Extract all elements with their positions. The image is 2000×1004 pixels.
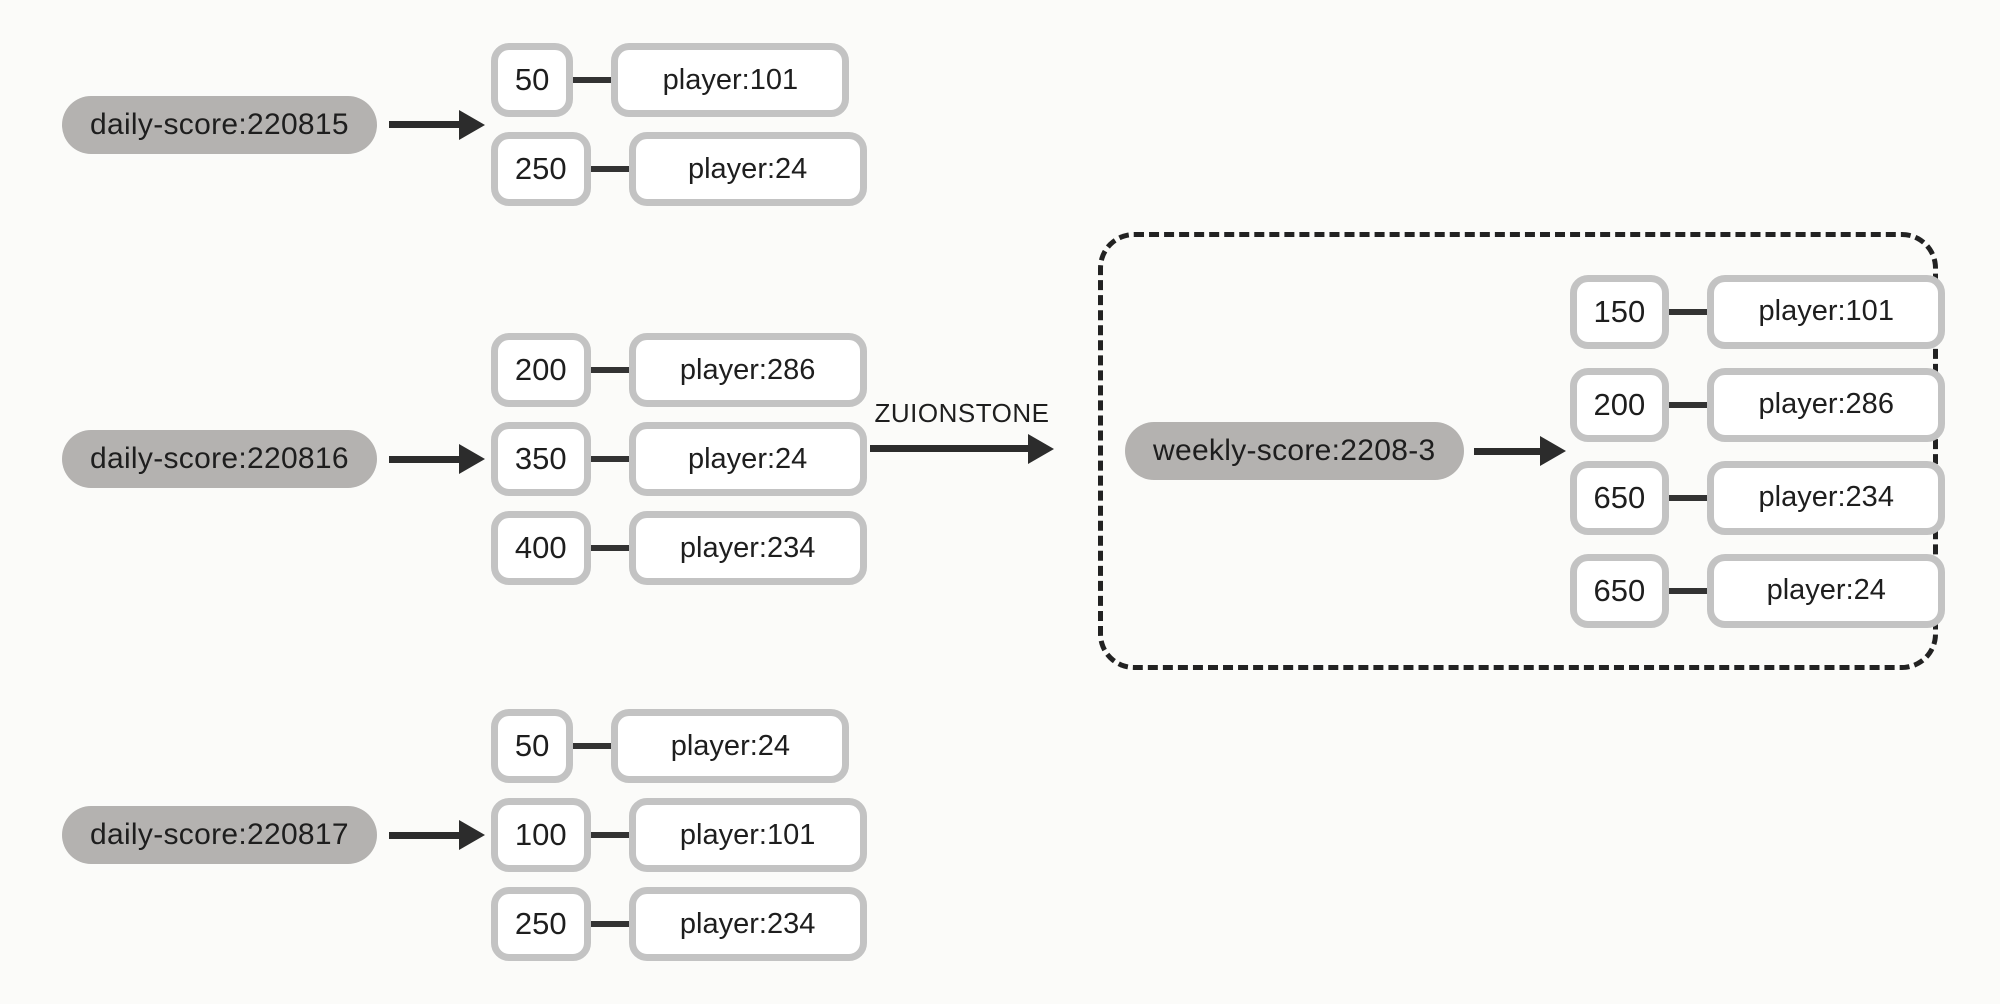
- pair-connector-line: [590, 456, 629, 462]
- score-box: 400: [490, 511, 591, 585]
- score-value: 50: [514, 62, 550, 97]
- score-value: 350: [514, 441, 567, 476]
- score-box: 200: [490, 333, 591, 407]
- score-box: 250: [490, 132, 591, 206]
- union-operation-label: ZUIONSTONE: [874, 398, 1050, 428]
- score-value: 650: [1593, 572, 1646, 608]
- member-box: player:234: [628, 511, 867, 585]
- score-member-pair: 350 player:24: [490, 422, 867, 496]
- score-value: 650: [1593, 479, 1646, 515]
- score-member-pair: 100 player:101: [490, 798, 867, 872]
- member-value: player:24: [687, 152, 808, 185]
- member-box: player:101: [1707, 274, 1946, 349]
- member-value: player:234: [679, 531, 816, 564]
- score-member-pair: 250 player:234: [490, 887, 867, 961]
- score-box: 50: [490, 43, 574, 117]
- pair-connector-line: [573, 743, 612, 749]
- score-member-pair: 650 player:24: [1569, 553, 1946, 628]
- union-operation: ZUIONSTONE: [858, 398, 1066, 452]
- pair-connector-line: [573, 77, 612, 83]
- score-value: 150: [1593, 293, 1646, 329]
- arrow-right-icon: [388, 831, 459, 839]
- member-box: player:24: [628, 422, 867, 496]
- member-value: player:101: [662, 63, 799, 96]
- score-value: 400: [514, 530, 567, 565]
- member-value: player:24: [670, 729, 791, 762]
- pairs-column: 50 player:24 100 player:101 250 player:234: [490, 709, 867, 961]
- score-box: 650: [1569, 460, 1670, 535]
- score-box: 50: [490, 709, 574, 783]
- score-member-pair: 400 player:234: [490, 511, 867, 585]
- arrow-right-icon: [388, 455, 459, 463]
- pairs-column: 200 player:286 350 player:24 400 player:234: [490, 333, 867, 585]
- score-member-pair: 50 player:101: [490, 43, 867, 117]
- redis-key-pill: daily-score:220816: [62, 430, 377, 488]
- member-value: player:286: [1758, 388, 1894, 420]
- score-box: 350: [490, 422, 591, 496]
- score-member-pair: 200 player:286: [490, 333, 867, 407]
- pairs-column: 50 player:101 250 player:24: [490, 43, 867, 206]
- score-value: 50: [514, 728, 550, 763]
- member-value: player:24: [1766, 574, 1886, 606]
- pair-connector-line: [1669, 494, 1708, 501]
- member-box: player:234: [628, 887, 867, 961]
- score-member-pair: 50 player:24: [490, 709, 867, 783]
- member-value: player:24: [687, 442, 808, 475]
- result-set-box: weekly-score:2208-3 150 player:101 200 play…: [1098, 232, 1946, 670]
- daily-set-group: daily-score:220817 50 player:24 100 player:…: [62, 709, 867, 961]
- score-value: 200: [514, 352, 567, 387]
- daily-set-group: daily-score:220816 200 player:286 350 playe…: [62, 333, 867, 585]
- member-value: player:234: [1758, 481, 1894, 513]
- member-value: player:101: [679, 818, 816, 851]
- pair-connector-line: [1669, 401, 1708, 408]
- pair-connector-line: [590, 921, 629, 927]
- score-box: 200: [1569, 367, 1670, 442]
- redis-key-pill: weekly-score:2208-3: [1125, 422, 1464, 480]
- member-box: player:286: [1707, 367, 1946, 442]
- member-box: player:101: [628, 798, 867, 872]
- score-box: 150: [1569, 274, 1670, 349]
- score-box: 250: [490, 887, 591, 961]
- member-value: player:234: [679, 907, 816, 940]
- score-member-pair: 250 player:24: [490, 132, 867, 206]
- score-box: 650: [1569, 553, 1670, 628]
- arrow-right-icon: [870, 445, 1028, 452]
- pair-connector-line: [590, 166, 629, 172]
- daily-set-group: daily-score:220815 50 player:101 250 player…: [62, 43, 867, 206]
- member-value: player:101: [1758, 295, 1894, 327]
- pair-connector-line: [590, 545, 629, 551]
- score-member-pair: 200 player:286: [1569, 367, 1946, 442]
- arrow-right-icon: [1473, 447, 1540, 455]
- score-box: 100: [490, 798, 591, 872]
- pair-connector-line: [1669, 308, 1708, 315]
- score-value: 200: [1593, 386, 1646, 422]
- pair-connector-line: [590, 832, 629, 838]
- pair-connector-line: [1669, 587, 1708, 594]
- score-value: 250: [514, 906, 567, 941]
- redis-key-pill: daily-score:220815: [62, 95, 377, 154]
- score-member-pair: 650 player:234: [1569, 460, 1946, 535]
- member-box: player:24: [611, 709, 850, 783]
- member-box: player:24: [628, 132, 867, 206]
- member-box: player:234: [1707, 460, 1946, 535]
- member-box: player:101: [611, 43, 850, 117]
- member-value: player:286: [679, 353, 816, 386]
- arrow-right-icon: [388, 121, 459, 128]
- member-box: player:286: [628, 333, 867, 407]
- score-value: 100: [514, 817, 567, 852]
- member-box: player:24: [1707, 553, 1946, 628]
- pair-connector-line: [590, 367, 629, 373]
- redis-key-pill: daily-score:220817: [62, 806, 377, 864]
- score-value: 250: [514, 151, 567, 186]
- score-member-pair: 150 player:101: [1569, 274, 1946, 349]
